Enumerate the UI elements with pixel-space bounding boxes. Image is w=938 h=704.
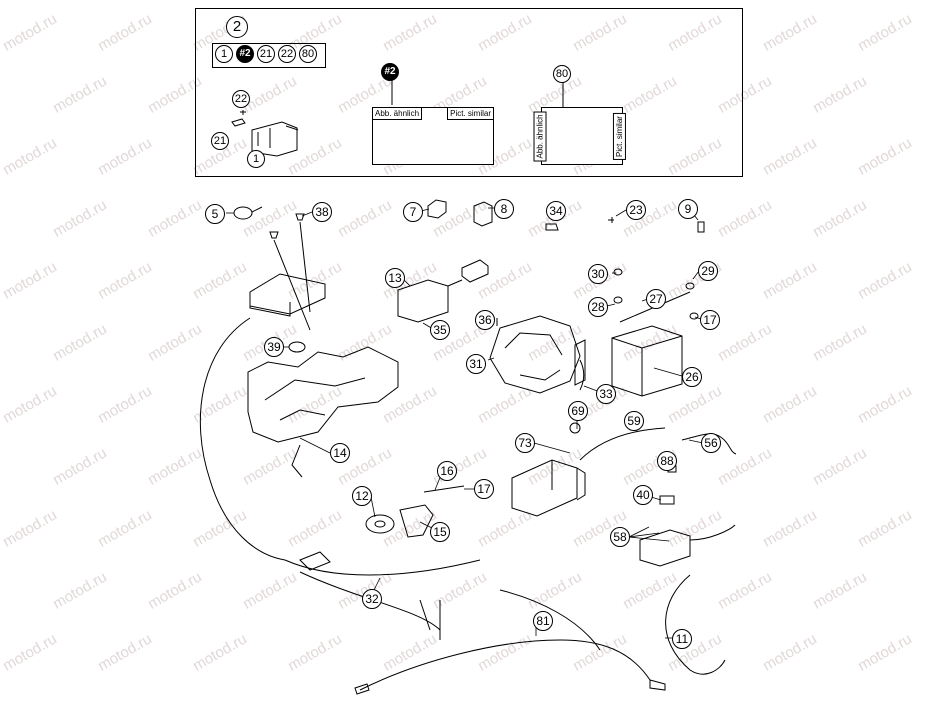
callout-34[interactable]: 34 xyxy=(546,201,566,221)
callout-15[interactable]: 15 xyxy=(430,522,450,542)
pict-label-en: Pict. similar xyxy=(447,107,494,120)
callout-14[interactable]: 14 xyxy=(330,443,350,463)
kit-item-4[interactable]: 22 xyxy=(278,45,296,63)
callout-16[interactable]: 16 xyxy=(437,461,457,481)
callout-88[interactable]: 88 xyxy=(657,451,677,471)
callout-8[interactable]: 8 xyxy=(494,199,514,219)
callout-32[interactable]: 32 xyxy=(362,589,382,609)
callout-56[interactable]: 56 xyxy=(701,433,721,453)
callout-17b[interactable]: 17 xyxy=(474,479,494,499)
callout-58[interactable]: 58 xyxy=(610,527,630,547)
callout-26[interactable]: 26 xyxy=(682,367,702,387)
callout-69[interactable]: 69 xyxy=(568,401,588,421)
callout-13[interactable]: 13 xyxy=(385,268,405,288)
kit-item-2[interactable]: #2 xyxy=(236,45,254,63)
picture-frame-80: Abb. ähnlich Pict. similar xyxy=(533,107,626,165)
callout-11[interactable]: 11 xyxy=(672,629,692,649)
picture-frame-harness: Abb. ähnlich Pict. similar xyxy=(372,107,494,165)
kit-item-5[interactable]: 80 xyxy=(299,45,317,63)
kit-item-1[interactable]: 1 xyxy=(215,45,233,63)
callout-73[interactable]: 73 xyxy=(515,433,535,453)
callout-28[interactable]: 28 xyxy=(588,297,608,317)
callout-40[interactable]: 40 xyxy=(633,485,653,505)
kit-frame xyxy=(195,8,743,177)
callout-81[interactable]: 81 xyxy=(533,611,553,631)
callout-29[interactable]: 29 xyxy=(698,261,718,281)
callout-33[interactable]: 33 xyxy=(596,384,616,404)
kit-item-3[interactable]: 21 xyxy=(257,45,275,63)
callout-35[interactable]: 35 xyxy=(430,320,450,340)
callout-27[interactable]: 27 xyxy=(646,289,666,309)
callout-31[interactable]: 31 xyxy=(466,354,486,374)
callout-kit-21[interactable]: 21 xyxy=(211,132,229,150)
pict80-label-en: Pict. similar xyxy=(612,113,626,160)
callout-59[interactable]: 59 xyxy=(624,411,644,431)
callout-kit-80[interactable]: 80 xyxy=(553,65,571,83)
callout-7[interactable]: 7 xyxy=(403,202,423,222)
pict-label-de: Abb. ähnlich xyxy=(372,107,423,120)
callout-kit[interactable]: 2 xyxy=(226,16,248,38)
kit-contents: 1 #2 21 22 80 xyxy=(212,43,326,68)
callout-kit-22[interactable]: 22 xyxy=(232,90,250,108)
kit-contents-frame xyxy=(212,43,326,68)
callout-36[interactable]: 36 xyxy=(475,310,495,330)
callout-23[interactable]: 23 xyxy=(626,200,646,220)
callout-38[interactable]: 38 xyxy=(312,202,332,222)
callout-kit-harness[interactable]: #2 xyxy=(381,63,399,81)
callout-30[interactable]: 30 xyxy=(588,264,608,284)
callout-9[interactable]: 9 xyxy=(678,199,698,219)
callout-5[interactable]: 5 xyxy=(205,204,225,224)
callout-39[interactable]: 39 xyxy=(264,337,284,357)
callout-12[interactable]: 12 xyxy=(352,486,372,506)
callout-kit-1[interactable]: 1 xyxy=(247,150,265,168)
callout-17a[interactable]: 17 xyxy=(700,310,720,330)
pict80-label-de: Abb. ähnlich xyxy=(533,111,547,162)
